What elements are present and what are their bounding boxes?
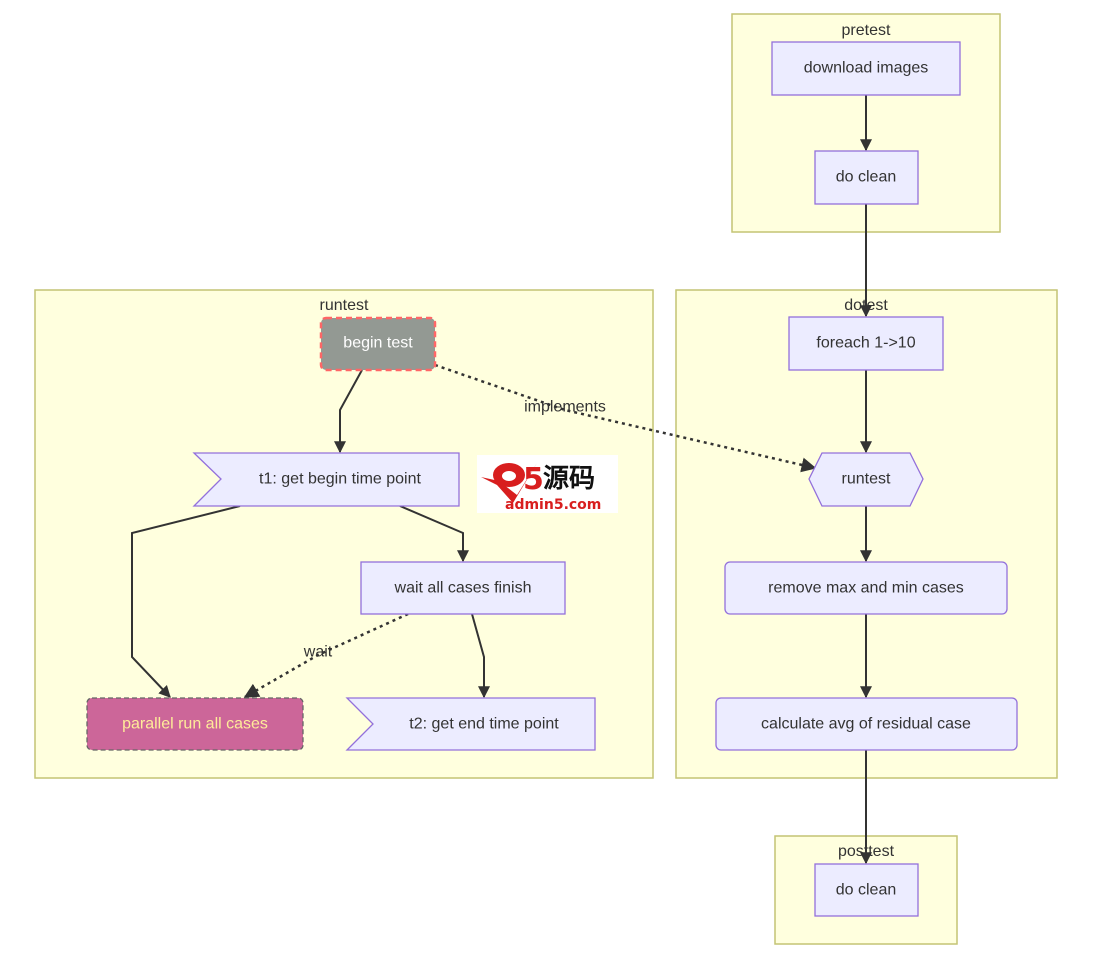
node-calc-avg[interactable]: calculate avg of residual case (715, 697, 1018, 751)
edge-wait-to-parallel (243, 612, 409, 699)
logo-checkmark-icon (481, 463, 537, 503)
node-t2-end-time[interactable]: t2: get end time point (345, 697, 596, 751)
logo-domain: admin5.com (505, 497, 601, 513)
node-t1-label: t1: get begin time point (259, 471, 421, 488)
admin5-watermark-logo: 5 源码 admin5.com (477, 455, 618, 513)
logo-brand-cn: 源码 (543, 464, 595, 494)
logo-a-hole (502, 471, 516, 481)
node-runtest-call-shape (808, 452, 924, 507)
edge-wait-to-t2 (471, 613, 490, 699)
node-parallel-run-shape (86, 697, 304, 751)
node-pretest-clean[interactable]: do clean (814, 150, 919, 205)
cluster-pretest-label: pretest (842, 22, 891, 39)
node-t1-begin-time[interactable]: t1: get begin time point (192, 452, 460, 507)
node-posttest-clean-label: do clean (836, 882, 897, 899)
admin5-logo-graphic: 5 源码 admin5.com (481, 462, 601, 513)
node-remove-max-min[interactable]: remove max and min cases (724, 561, 1008, 615)
node-t2-shape (345, 697, 596, 751)
node-runtest-call-label: runtest (842, 471, 891, 488)
node-remove-max-min-shape (724, 561, 1008, 615)
edge-label-wait: wait (303, 644, 333, 661)
node-calc-avg-label: calculate avg of residual case (761, 716, 971, 733)
edge-t1-to-parallel (131, 505, 241, 698)
node-download-images-label: download images (804, 60, 929, 77)
cluster-runtest-box (34, 289, 654, 779)
cluster-runtest: runtest (34, 289, 654, 779)
node-wait-all-label: wait all cases finish (394, 580, 532, 597)
node-posttest-clean-shape (814, 863, 919, 917)
node-begin-test-shape (319, 316, 437, 372)
node-pretest-clean-label: do clean (836, 169, 897, 186)
node-runtest-call[interactable]: runtest (808, 452, 924, 507)
node-begin-test[interactable]: begin test (319, 316, 437, 372)
node-wait-all-shape (360, 561, 566, 615)
node-parallel-run-label: parallel run all cases (122, 716, 268, 733)
node-t2-label: t2: get end time point (409, 716, 559, 733)
node-t1-shape (192, 452, 460, 507)
node-wait-all-cases[interactable]: wait all cases finish (360, 561, 566, 615)
logo-brand-mark-5: 5 (523, 462, 544, 497)
cluster-runtest-label: runtest (320, 297, 369, 314)
node-posttest-clean[interactable]: do clean (814, 863, 919, 917)
node-download-images-shape (771, 41, 961, 96)
node-download-images[interactable]: download images (771, 41, 961, 96)
node-begin-test-label: begin test (343, 335, 413, 352)
node-pretest-clean-shape (814, 150, 919, 205)
node-foreach-label: foreach 1->10 (816, 335, 915, 352)
node-foreach-shape (788, 316, 944, 371)
node-calc-avg-shape (715, 697, 1018, 751)
edge-t1-to-wait (399, 505, 469, 563)
edge-begin-implements-runtest (434, 363, 817, 473)
node-remove-max-min-label: remove max and min cases (768, 580, 964, 597)
node-parallel-run[interactable]: parallel run all cases (86, 697, 304, 751)
edge-begin-to-t1 (334, 369, 363, 454)
node-foreach[interactable]: foreach 1->10 (788, 316, 944, 371)
edge-label-implements: implements (524, 399, 606, 416)
